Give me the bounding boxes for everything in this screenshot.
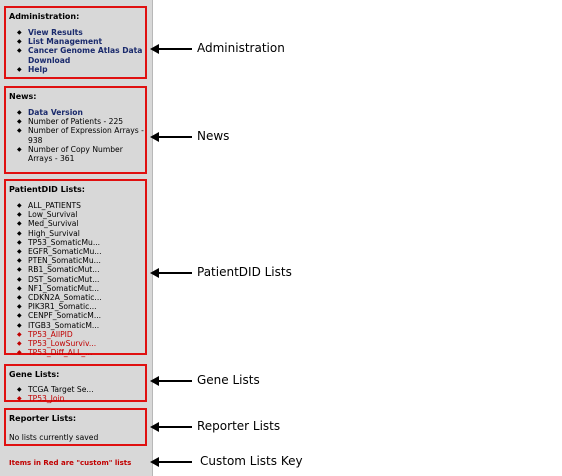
gene-lists-list: TCGA Target Se... TP53_Join (6, 385, 145, 404)
custom-gene-list-item[interactable]: TP53_Join (17, 394, 145, 403)
arrow-line (158, 48, 192, 50)
patient-list-item[interactable]: RB1_SomaticMut... (17, 265, 145, 274)
reporter-lists-panel: Reporter Lists: No lists currently saved (4, 408, 147, 446)
patient-lists-callout-label: PatientDID Lists (197, 265, 292, 279)
news-item: Number of Patients - 225 (17, 117, 145, 126)
news-callout-label: News (197, 129, 230, 143)
patient-list-item[interactable]: ITGB3_SomaticM... (17, 321, 145, 330)
patient-list-item[interactable]: CENPF_SomaticM... (17, 311, 145, 320)
news-title: News: (9, 92, 37, 101)
gene-lists-callout: Gene Lists (150, 373, 270, 388)
custom-patient-list-item[interactable]: TP53_Diff_ALL_... (17, 348, 145, 357)
list-management-link[interactable]: List Management (17, 37, 145, 46)
custom-key-callout-label: Custom Lists Key (200, 454, 303, 468)
arrow-line (158, 380, 192, 382)
patient-list-item[interactable]: EGFR_SomaticMu... (17, 247, 145, 256)
administration-callout-label: Administration (197, 41, 285, 55)
arrow-line (158, 272, 192, 274)
patient-lists-title: PatientDID Lists: (9, 185, 85, 194)
patient-lists-callout: PatientDID Lists (150, 265, 310, 280)
administration-list: View Results List Management Cancer Geno… (6, 28, 145, 74)
data-version-link[interactable]: Data Version (17, 108, 145, 117)
news-item: Number of Expression Arrays - 938 (17, 126, 145, 144)
patient-list-item[interactable]: PTEN_SomaticMu... (17, 256, 145, 265)
patient-lists-list: ALL_PATIENTS Low_Survival Med_Survival H… (6, 201, 145, 358)
patient-list-item[interactable]: PIK3R1_Somatic... (17, 302, 145, 311)
news-list: Data Version Number of Patients - 225 Nu… (6, 108, 145, 163)
news-callout: News (150, 129, 250, 144)
arrow-head-icon (150, 376, 159, 386)
arrow-line (158, 136, 192, 138)
arrow-head-icon (150, 44, 159, 54)
arrow-head-icon (150, 422, 159, 432)
custom-patient-list-item[interactable]: TP53_LowSurviv... (17, 339, 145, 348)
patient-list-item[interactable]: High_Survival (17, 229, 145, 238)
gene-lists-callout-label: Gene Lists (197, 373, 260, 387)
sidebar: Administration: View Results List Manage… (0, 0, 153, 476)
tcga-data-download-link[interactable]: Cancer Genome Atlas Data Download (17, 46, 145, 64)
custom-lists-key: Items in Red are "custom" lists (9, 459, 132, 467)
reporter-lists-callout-label: Reporter Lists (197, 419, 281, 433)
administration-callout: Administration (150, 41, 290, 56)
gene-lists-title: Gene Lists: (9, 370, 60, 379)
custom-key-callout: Custom Lists Key (150, 454, 310, 469)
news-item: Number of Copy Number Arrays - 361 (17, 145, 145, 163)
arrow-head-icon (150, 457, 159, 467)
patient-list-item[interactable]: NF1_SomaticMut... (17, 284, 145, 293)
news-panel: News: Data Version Number of Patients - … (4, 86, 147, 174)
arrow-line (158, 461, 192, 463)
reporter-lists-empty-text: No lists currently saved (9, 433, 99, 442)
patient-lists-panel: PatientDID Lists: ALL_PATIENTS Low_Survi… (4, 179, 147, 358)
arrow-head-icon (150, 132, 159, 142)
gene-lists-panel: Gene Lists: TCGA Target Se... TP53_Join (4, 364, 147, 404)
administration-title: Administration: (9, 12, 80, 21)
patient-list-item[interactable]: TP53_SomaticMu... (17, 238, 145, 247)
view-results-link[interactable]: View Results (17, 28, 145, 37)
reporter-lists-callout: Reporter Lists (150, 419, 290, 434)
patient-list-item[interactable]: CDKN2A_Somatic... (17, 293, 145, 302)
patient-list-item[interactable]: DST_SomaticMut... (17, 275, 145, 284)
patient-list-item[interactable]: Low_Survival (17, 210, 145, 219)
patient-list-item[interactable]: ALL_PATIENTS (17, 201, 145, 210)
reporter-lists-title: Reporter Lists: (9, 414, 77, 423)
gene-list-item[interactable]: TCGA Target Se... (17, 385, 145, 394)
help-link[interactable]: Help (17, 65, 145, 74)
patient-list-item[interactable]: Med_Survival (17, 219, 145, 228)
arrow-line (158, 426, 192, 428)
arrow-head-icon (150, 268, 159, 278)
custom-patient-list-item[interactable]: TP53_AllPID (17, 330, 145, 339)
administration-panel: Administration: View Results List Manage… (4, 6, 147, 79)
